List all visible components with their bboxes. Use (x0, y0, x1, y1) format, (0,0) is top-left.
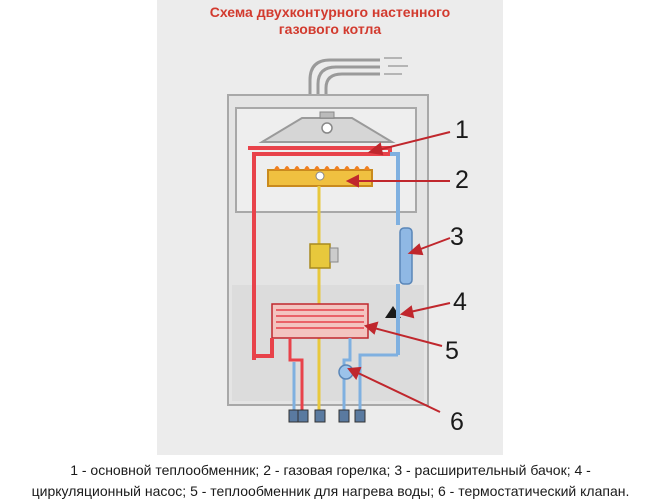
igniter-icon (315, 171, 325, 181)
hot-heating-outlet (252, 338, 274, 360)
callout-3: 3 (450, 223, 464, 251)
outlet-fittings (288, 409, 366, 423)
caption-line-2: циркуляционный насос; 5 - теплообменник … (31, 483, 630, 499)
exchanger-plates (276, 309, 364, 329)
draft-sensor (319, 111, 335, 119)
dhw-hot-pipe (288, 338, 304, 410)
heating-return-pipe (358, 353, 398, 410)
burner-flames (274, 166, 370, 170)
legend-caption: 1 - основной теплообменник; 2 - газовая … (0, 460, 661, 502)
callout-arrows (345, 131, 451, 413)
exhaust-arrows (384, 57, 408, 75)
cold-return-pipe (390, 152, 400, 225)
callout-6: 6 (450, 408, 464, 436)
title-line-2: газового котла (278, 21, 382, 37)
cold-water-pipe (342, 338, 352, 410)
callout-5: 5 (445, 337, 459, 365)
lower-compartment (232, 285, 424, 401)
gas-valve-coil (329, 247, 339, 263)
caption-line-1: 1 - основной теплообменник; 2 - газовая … (70, 462, 591, 478)
diagram-title: Схема двухконтурного настенного газового… (157, 4, 503, 38)
callout-1: 1 (455, 116, 469, 144)
gas-valve (309, 243, 331, 269)
flue-pipes (308, 58, 380, 108)
secondary-heat-exchanger (271, 303, 369, 339)
callout-2: 2 (455, 166, 469, 194)
fan-motor-icon (321, 122, 333, 134)
title-line-1: Схема двухконтурного настенного (209, 4, 451, 20)
expansion-tank (399, 227, 413, 285)
callout-4: 4 (453, 288, 467, 316)
